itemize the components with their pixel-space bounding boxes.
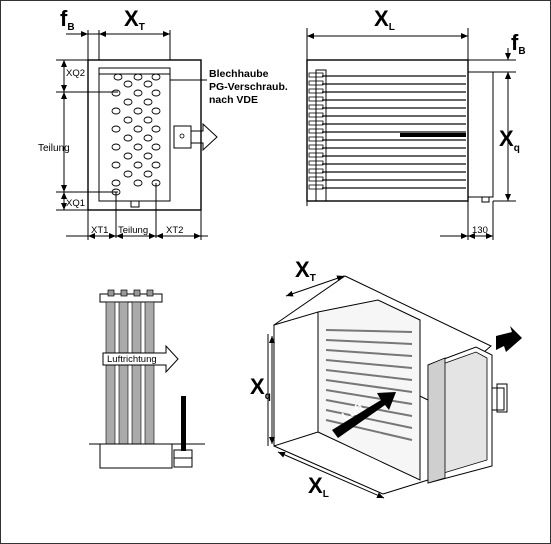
side-view: [306, 28, 516, 240]
hole-pattern: [111, 73, 161, 196]
label-xq1: XQ1: [66, 198, 85, 209]
label-xt1: XT1: [91, 225, 108, 236]
front-view: [56, 30, 218, 240]
label-xq-right: Xq: [499, 126, 520, 154]
element-detail-view: [89, 289, 205, 469]
label-blechhaube: Blechhaube: [209, 68, 269, 80]
label-nach-vde: nach VDE: [209, 94, 258, 106]
label-xq-iso: Xq: [250, 374, 271, 402]
label-xl-iso: XL: [308, 473, 329, 500]
label-dim-130: 130: [472, 225, 488, 236]
label-xq2: XQ2: [66, 68, 85, 79]
label-luftrichtung: Luftrichtung: [107, 354, 157, 365]
label-xt-top: XT: [124, 6, 145, 33]
isometric-view: [267, 275, 522, 499]
label-pg-verschraub: PG-Verschraub.: [209, 81, 288, 93]
label-fb-right: fB: [511, 30, 526, 57]
label-fb-top: fB: [60, 6, 75, 33]
label-xt2: XT2: [166, 225, 183, 236]
label-teilung-bottom: Teilung: [118, 225, 148, 236]
label-xl-top: XL: [374, 6, 395, 33]
label-teilung-left: Teilung: [38, 143, 70, 154]
label-xt-iso: XT: [295, 257, 316, 284]
